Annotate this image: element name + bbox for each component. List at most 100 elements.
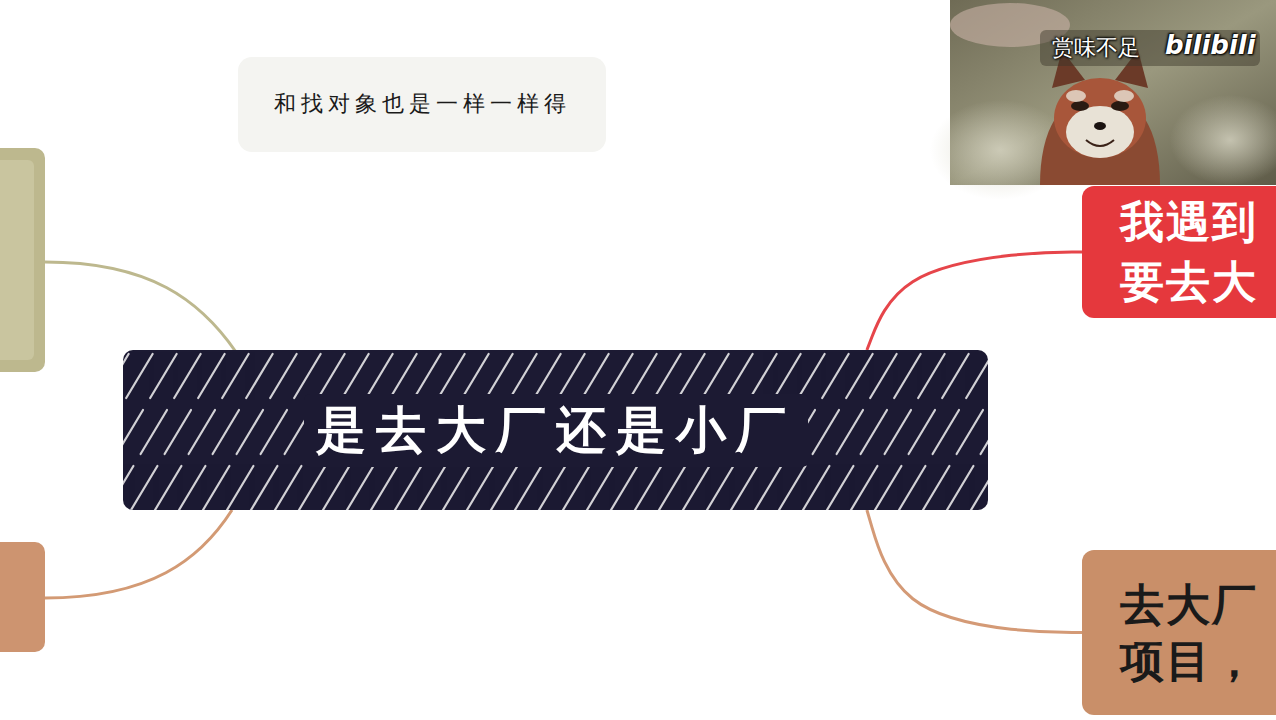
hatch-stroke — [438, 354, 464, 398]
branch-box — [0, 542, 45, 652]
hatch-stroke — [371, 466, 397, 510]
hatch-stroke — [491, 466, 517, 510]
branch-box: 去大厂 项目， — [1082, 550, 1276, 715]
hatch-stroke — [606, 354, 632, 398]
hatch-stroke — [227, 466, 253, 510]
hatch-stroke — [198, 354, 224, 398]
hatch-stroke — [123, 410, 143, 454]
hatch-stroke — [918, 354, 944, 398]
hatch-stroke — [678, 354, 704, 398]
hatch-stroke — [534, 354, 560, 398]
hatch-stroke — [923, 466, 949, 510]
branch-box — [0, 148, 45, 372]
hatch-stroke — [885, 410, 911, 454]
hatch-stroke — [414, 354, 440, 398]
hatch-stroke — [443, 466, 469, 510]
hatch-stroke — [755, 466, 781, 510]
hatch-stroke — [179, 466, 205, 510]
branch-connector — [867, 510, 1082, 633]
hatch-stroke — [150, 354, 176, 398]
hatch-stroke — [683, 466, 709, 510]
branch-line — [45, 510, 232, 598]
hatch-stroke — [827, 466, 853, 510]
hatch-stroke — [342, 354, 368, 398]
hatch-stroke — [947, 466, 973, 510]
hatch-stroke — [875, 466, 901, 510]
node-text: 和找对象也是一样一样得 — [274, 90, 571, 119]
hatch-stroke — [803, 466, 829, 510]
hatch-stroke — [213, 410, 239, 454]
hatch-stroke — [390, 354, 416, 398]
hatch-stroke — [630, 354, 656, 398]
hatch-stroke — [870, 354, 896, 398]
hatch-stroke — [654, 354, 680, 398]
hatch-stroke — [155, 466, 181, 510]
hatch-stroke — [189, 410, 215, 454]
hatch-stroke — [299, 466, 325, 510]
node-text: 去大厂 项目， — [1120, 577, 1265, 689]
hatch-stroke — [861, 410, 887, 454]
hatch-stroke — [123, 466, 133, 510]
hatch-stroke — [563, 466, 589, 510]
hatch-stroke — [270, 354, 296, 398]
hatch-stroke — [275, 466, 301, 510]
hatch-stroke — [587, 466, 613, 510]
hatch-stroke — [779, 466, 805, 510]
video-title: 赏味不足 — [1052, 33, 1140, 63]
hatch-stroke — [582, 354, 608, 398]
hatch-stroke — [966, 354, 988, 398]
hatch-stroke — [702, 354, 728, 398]
video-overlay — [930, 0, 1276, 200]
node-text: 是去大厂还是小厂 — [304, 394, 808, 467]
note-box: 和找对象也是一样一样得 — [238, 57, 606, 152]
hatch-stroke — [635, 466, 661, 510]
hatch-stroke — [510, 354, 536, 398]
hatch-stroke — [395, 466, 421, 510]
hatch-stroke — [851, 466, 877, 510]
hatch-stroke — [366, 354, 392, 398]
hatch-stroke — [131, 466, 157, 510]
hatch-stroke — [726, 354, 752, 398]
hatch-stroke — [467, 466, 493, 510]
branch-line — [45, 262, 236, 352]
hatch-stroke — [611, 466, 637, 510]
hatch-stroke — [731, 466, 757, 510]
hatch-stroke — [126, 354, 152, 398]
branch-box: 我遇到 要去大 — [1082, 186, 1276, 318]
hatch-stroke — [899, 466, 925, 510]
hatch-stroke — [251, 466, 277, 510]
hatch-stroke — [174, 354, 200, 398]
hatch-stroke — [957, 410, 983, 454]
hatch-stroke — [515, 466, 541, 510]
hatch-stroke — [165, 410, 191, 454]
hatch-stroke — [486, 354, 512, 398]
watermark: bilibili — [1165, 30, 1256, 60]
hatch-stroke — [798, 354, 824, 398]
branch-box-inner — [0, 160, 34, 360]
hatch-stroke — [462, 354, 488, 398]
hatch-stroke — [323, 466, 349, 510]
hatch-stroke — [261, 410, 287, 454]
hatch-stroke — [222, 354, 248, 398]
branch-connector — [867, 252, 1082, 350]
hatch-stroke — [933, 410, 959, 454]
hatch-stroke — [774, 354, 800, 398]
hatch-stroke — [237, 410, 263, 454]
node-text: 我遇到 要去大 — [1120, 192, 1265, 312]
hatch-stroke — [846, 354, 872, 398]
central-topic: 是去大厂还是小厂 — [123, 350, 988, 510]
hatch-stroke — [981, 410, 988, 454]
hatch-stroke — [294, 354, 320, 398]
hatch-stroke — [822, 354, 848, 398]
hatch-stroke — [894, 354, 920, 398]
hatch-stroke — [539, 466, 565, 510]
hatch-stroke — [942, 354, 968, 398]
hatch-stroke — [123, 354, 129, 398]
hatch-stroke — [558, 354, 584, 398]
hatch-stroke — [659, 466, 685, 510]
hatch-stroke — [707, 466, 733, 510]
hatch-stroke — [909, 410, 935, 454]
hatch-stroke — [971, 466, 988, 510]
